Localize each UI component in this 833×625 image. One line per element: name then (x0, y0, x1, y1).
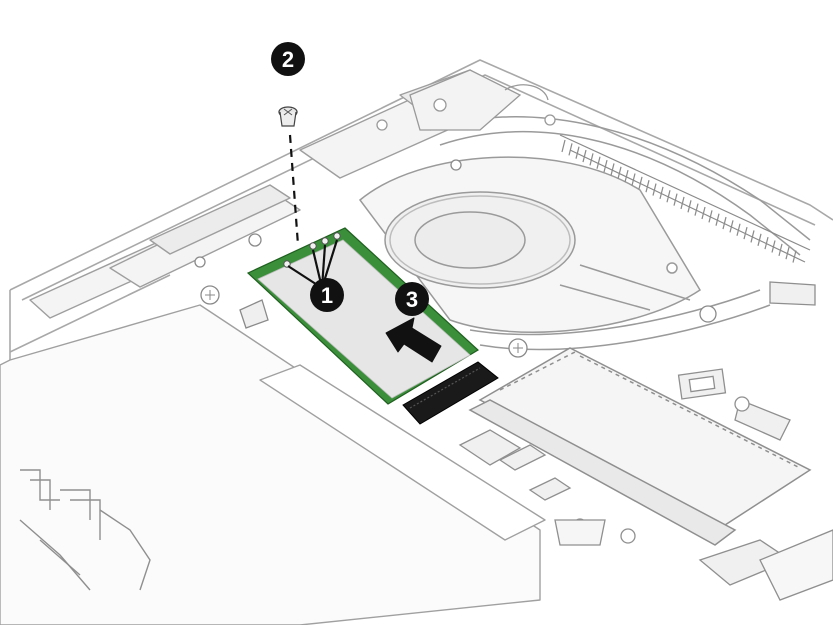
heat-sink-fin (673, 193, 678, 206)
heat-sink-fin (680, 196, 685, 210)
heat-sink-fin (596, 156, 601, 169)
heat-sink-fin (561, 139, 566, 153)
battery-area (0, 304, 546, 625)
heat-sink-fin (631, 173, 636, 186)
arrow-icon (385, 317, 442, 363)
heat-sink-fin (645, 180, 650, 193)
heat-sink-fin (610, 163, 615, 176)
heat-sink-fin (694, 203, 699, 216)
heat-sink-fin (617, 166, 622, 179)
callout-1-number: 1 (321, 283, 333, 308)
heat-sink-fin (792, 250, 797, 263)
heat-sink-fin (659, 186, 664, 200)
heat-sink-fin (743, 226, 748, 240)
m2-slot-connector (402, 361, 499, 425)
callout-1: 1 (310, 278, 344, 312)
heat-sink-fin (589, 153, 594, 166)
heat-sink-fin (771, 240, 776, 253)
callout-2: 2 (271, 42, 305, 76)
fan-assembly (358, 156, 702, 333)
wlan-module (246, 227, 499, 425)
heat-sink-fin (757, 233, 762, 246)
heat-sink-fin (652, 183, 657, 196)
board-screws (194, 159, 717, 358)
heat-sink-fins (559, 134, 811, 263)
heat-sink-fin (736, 223, 741, 236)
heat-sink-fin (701, 206, 706, 220)
heat-sink-fin (582, 149, 587, 163)
callout-3: 3 (395, 282, 429, 316)
callout-3-number: 3 (406, 287, 418, 312)
heat-sink-fin (729, 220, 734, 233)
hinge-bracket (376, 69, 556, 131)
heat-sink-fin (785, 247, 790, 260)
heat-sink-fin (687, 200, 692, 213)
heat-sink-fin (764, 237, 769, 250)
screw-alignment-line (288, 134, 300, 246)
heat-sink-fin (603, 159, 608, 173)
heat-sink-fin (715, 213, 720, 226)
antenna-terminals (283, 232, 341, 268)
screw-icon (278, 106, 298, 127)
heat-sink-fin (750, 230, 755, 243)
heat-sink-fin (575, 146, 580, 159)
heat-sink-fin (778, 243, 783, 256)
heat-sink-fin (722, 216, 727, 230)
heat-sink-fin (708, 210, 713, 223)
heat-sink-fin (568, 143, 573, 156)
heat-sink-fin (624, 170, 629, 183)
callout-2-number: 2 (282, 47, 294, 72)
board-components (458, 281, 833, 601)
memory-module (468, 347, 812, 546)
screw (278, 106, 300, 246)
heat-sink-fin (666, 190, 671, 203)
battery-clips (19, 469, 151, 591)
heat-sink-fin (638, 176, 643, 189)
